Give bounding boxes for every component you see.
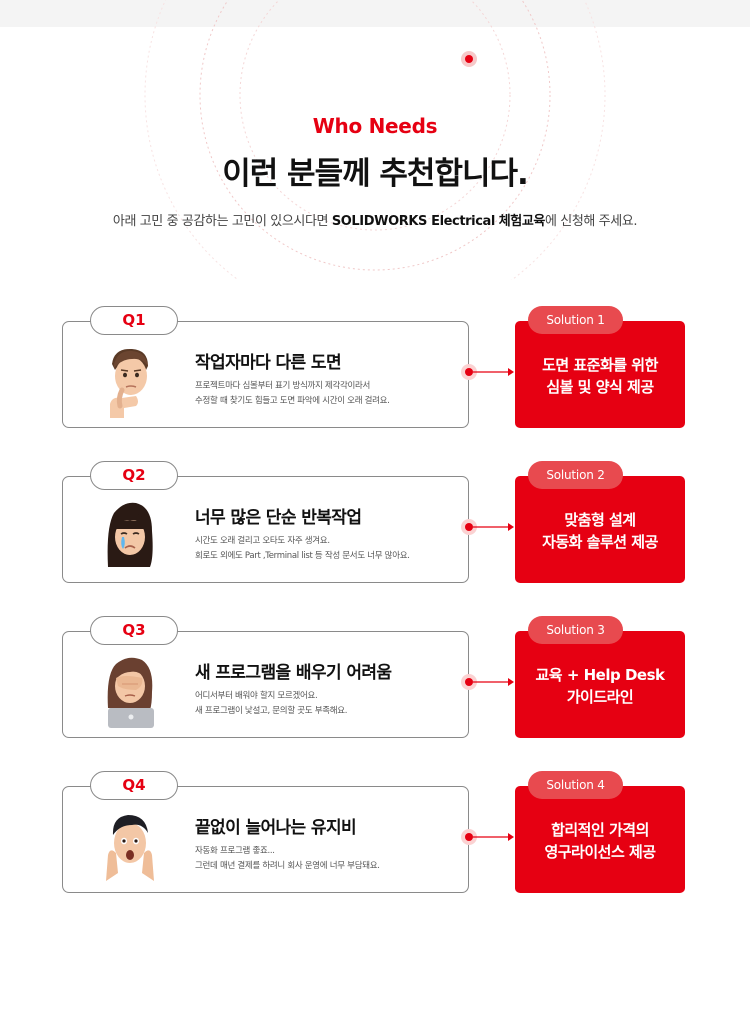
- solution-card: [515, 631, 685, 738]
- top-band: [0, 0, 750, 27]
- page-subtitle: 아래 고민 중 공감하는 고민이 있으시다면 SOLIDWORKS Electr…: [112, 214, 638, 229]
- solution-card: [515, 786, 685, 893]
- solution-badge: Solution 1: [528, 306, 623, 334]
- concern-row-3: Q3 새 프로그램을 배우기 어려움 어디서부터 배워야 할지 모르겠어요. 새…: [0, 616, 750, 741]
- solution-badge: Solution 4: [528, 771, 623, 799]
- arrow-connector-icon: [461, 519, 514, 535]
- concern-title: 끝없이 늘어나는 유지비: [195, 818, 357, 838]
- concern-description: 자동화 프로그램 좋죠... 그런데 매년 결제를 하려니 회사 운영에 너무 …: [195, 846, 380, 871]
- thinking-man-avatar-icon: [110, 348, 148, 418]
- question-badge: Q1: [90, 306, 178, 335]
- solution-card: [515, 476, 685, 583]
- concern-title: 새 프로그램을 배우기 어려움: [195, 663, 392, 683]
- question-badge: Q4: [90, 771, 178, 800]
- solution-card: [515, 321, 685, 428]
- question-badge: Q3: [90, 616, 178, 645]
- concern-row-2: Q2 너무 많은 단순 반복작업 시간도 오래 걸리고 오타도 자주 생겨요. …: [0, 461, 750, 586]
- crying-woman-avatar-icon: [107, 502, 153, 567]
- concern-row-1: Q1 작업자마다 다른 도면 프로젝트마다 심볼부터 표기 방식까지 제각각이라…: [0, 306, 750, 431]
- solution-badge: Solution 3: [528, 616, 623, 644]
- shocked-man-avatar-icon: [106, 815, 154, 881]
- solution-text: 도면 표준화를 위한 심볼 및 양식 제공: [542, 356, 658, 396]
- concern-title: 너무 많은 단순 반복작업: [195, 508, 362, 528]
- concern-description: 어디서부터 배워야 할지 모르겠어요. 새 프로그램이 낯설고, 문의할 곳도 …: [195, 691, 348, 716]
- concern-title: 작업자마다 다른 도면: [195, 353, 342, 373]
- solution-text: 맞춤형 설계 자동화 솔루션 제공: [542, 511, 658, 551]
- page-title: 이런 분들께 추천합니다.: [222, 156, 529, 192]
- concern-description: 프로젝트마다 심볼부터 표기 방식까지 제각각이라서 수정할 때 찾기도 힘들고…: [195, 381, 390, 406]
- concentric-circles-decoration: [144, 0, 606, 280]
- solution-text: 교육 + Help Desk 가이드라인: [535, 666, 665, 706]
- arrow-connector-icon: [461, 674, 514, 690]
- arrow-connector-icon: [461, 364, 514, 380]
- solution-badge: Solution 2: [528, 461, 623, 489]
- arrow-connector-icon: [461, 829, 514, 845]
- concern-row-4: Q4 끝없이 늘어나는 유지비 자동화 프로그램 좋죠... 그런데 매년 결제…: [0, 771, 750, 896]
- facepalm-laptop-avatar-icon: [107, 657, 154, 728]
- eyebrow-label: Who Needs: [312, 114, 438, 138]
- question-badge: Q2: [90, 461, 178, 490]
- solution-text: 합리적인 가격의 영구라이선스 제공: [544, 821, 656, 861]
- concern-description: 시간도 오래 걸리고 오타도 자주 생겨요. 회로도 외에도 Part ,Ter…: [195, 536, 410, 561]
